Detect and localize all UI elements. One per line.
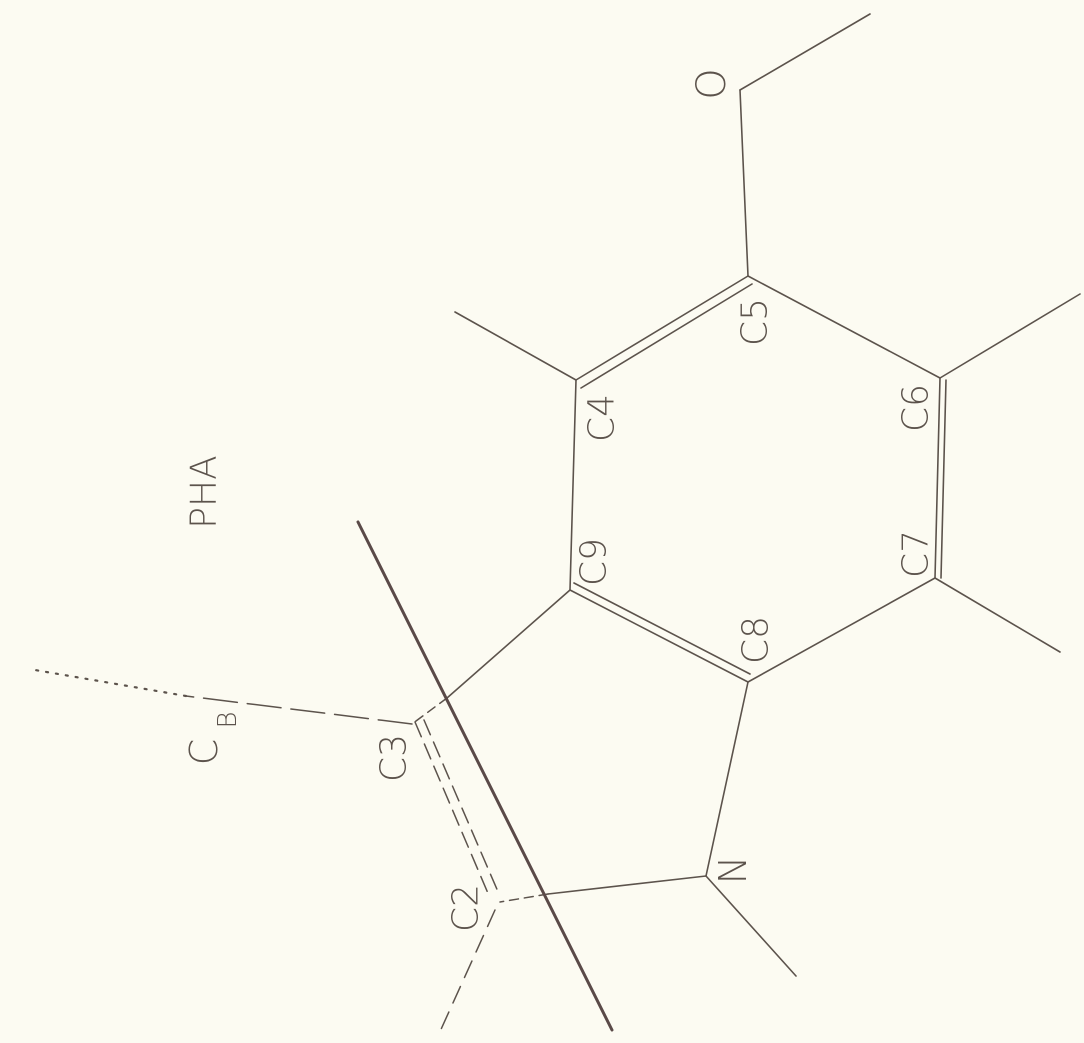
label-c7: C7 xyxy=(896,530,937,578)
bond-c2-substituent-dashed xyxy=(437,909,496,1037)
dashed-bonds xyxy=(185,695,549,1037)
bond-c9-c4 xyxy=(569,379,577,591)
label-c5: C5 xyxy=(735,298,776,346)
bond-c5-c6 xyxy=(747,275,941,379)
label-pha: PHA xyxy=(184,455,225,528)
bond-c9-c3 xyxy=(446,589,571,699)
bond-c4-c5-double xyxy=(580,283,753,389)
label-n: N xyxy=(711,856,755,884)
bond-c4-c5 xyxy=(575,275,749,381)
bond-c8-c9-double xyxy=(573,582,751,675)
label-cb-subscript: B xyxy=(213,711,243,728)
label-c3: C3 xyxy=(374,734,415,782)
label-c6: C6 xyxy=(896,384,937,432)
bond-c6-c7-double xyxy=(940,379,947,579)
label-c4: C4 xyxy=(582,394,623,442)
bond-n-c2 xyxy=(547,875,707,895)
bond-c7-substituent xyxy=(934,577,1061,653)
label-o: O xyxy=(689,68,735,99)
bond-c6-c7 xyxy=(934,377,941,579)
label-c2: C2 xyxy=(446,884,487,932)
bond-c3-cb-dashed xyxy=(185,695,413,725)
bond-n-substituent xyxy=(705,875,797,977)
bond-c3-dashed xyxy=(411,697,448,725)
bond-c3-c2-dashed-double xyxy=(423,719,500,895)
solid-bonds xyxy=(446,13,1081,977)
bond-c3-c2-dashed xyxy=(414,721,491,899)
bond-c2-dashed xyxy=(499,893,549,903)
label-c8: C8 xyxy=(736,616,777,664)
bond-c4-methyl xyxy=(454,311,577,381)
reference-plane-line xyxy=(356,520,614,1032)
bond-c5-o xyxy=(739,89,749,277)
bond-c8-c9 xyxy=(569,589,749,683)
bond-c8-n xyxy=(705,681,749,877)
label-c9: C9 xyxy=(574,538,615,586)
label-cb: C xyxy=(182,739,226,766)
bond-c6-substituent xyxy=(939,293,1081,379)
bond-c7-c8 xyxy=(747,577,936,683)
bond-o-methyl xyxy=(739,13,871,91)
